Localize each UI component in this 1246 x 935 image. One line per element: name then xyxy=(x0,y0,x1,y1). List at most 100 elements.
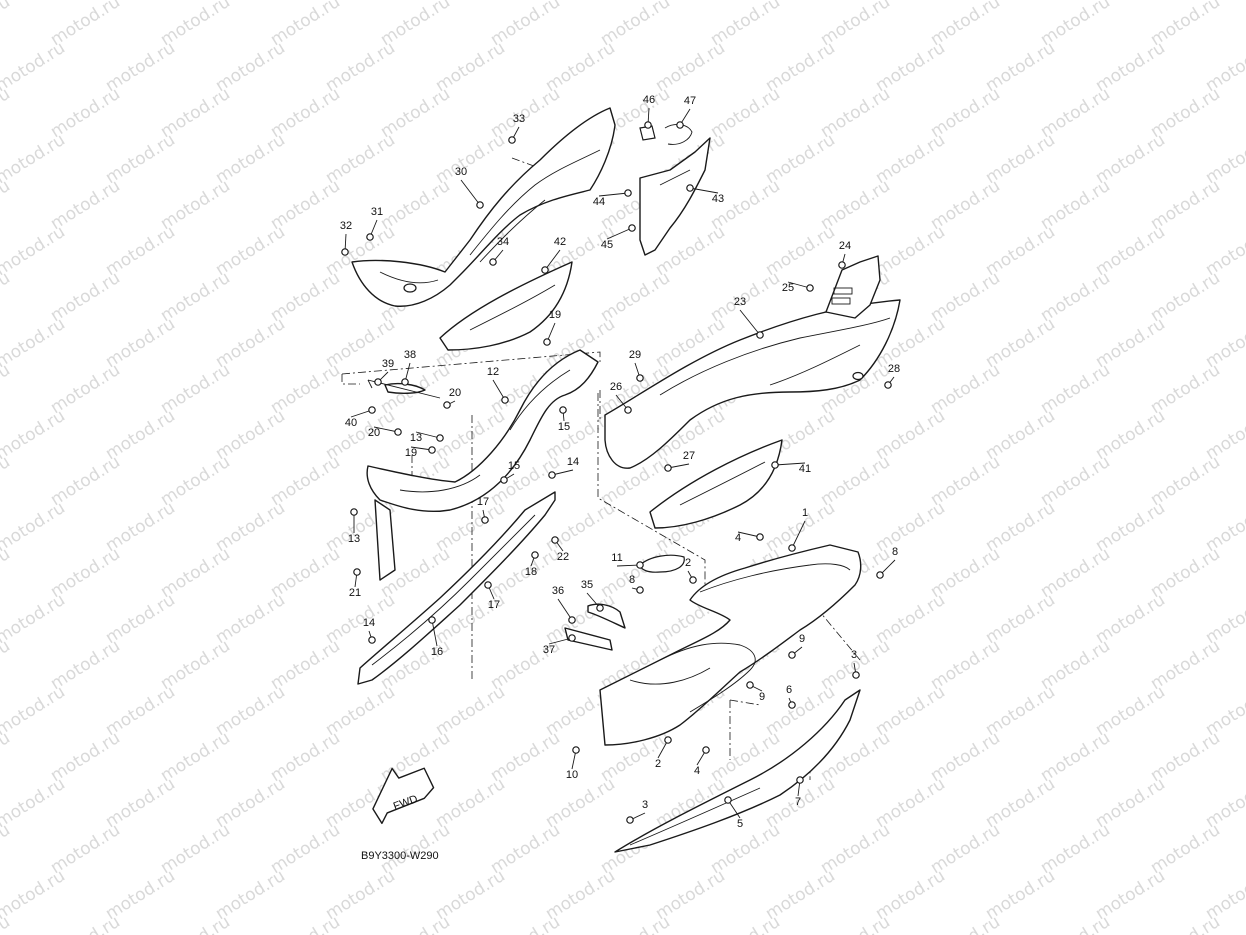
leader-line-44 xyxy=(598,192,629,197)
watermark-text: motod.ru xyxy=(0,636,14,694)
leader-line-11 xyxy=(616,564,641,567)
watermark-text: motod.ru xyxy=(1037,912,1114,935)
callout-9: 9 xyxy=(759,691,765,703)
callout-3: 3 xyxy=(642,799,648,811)
callout-14: 14 xyxy=(567,456,579,468)
callout-3: 3 xyxy=(851,649,857,661)
leader-line-30 xyxy=(460,179,481,206)
watermark-text: motod.ru xyxy=(1147,912,1224,935)
watermark-text: motod.ru xyxy=(597,912,674,935)
fastener-42 xyxy=(541,266,549,274)
part-23-main-side-cover xyxy=(604,299,901,469)
callout-17: 17 xyxy=(488,599,500,611)
fastener-9 xyxy=(788,651,796,659)
watermark-text: motod.ru xyxy=(0,0,14,50)
fastener-8 xyxy=(876,571,884,579)
part-12-frame-rail xyxy=(366,349,599,581)
watermark-text: motod.ru xyxy=(0,406,69,464)
part-30-rear-upper-cover xyxy=(351,107,616,307)
fastener-19 xyxy=(543,338,551,346)
fastener-13 xyxy=(350,508,358,516)
callout-16: 16 xyxy=(431,646,443,658)
watermark-text: motod.ru xyxy=(0,38,69,96)
fastener-2 xyxy=(689,576,697,584)
part-41-side-panel xyxy=(649,439,783,529)
fastener-14 xyxy=(368,636,376,644)
fastener-37 xyxy=(568,634,576,642)
callout-47: 47 xyxy=(684,95,696,107)
callout-39: 39 xyxy=(382,358,394,370)
callout-8: 8 xyxy=(892,546,898,558)
leader-line-36 xyxy=(557,598,573,621)
watermark-text: motod.ru xyxy=(0,544,14,602)
callout-36: 36 xyxy=(552,585,564,597)
fastener-25 xyxy=(806,284,814,292)
watermark-text: motod.ru xyxy=(0,360,14,418)
leader-line-45 xyxy=(606,227,633,240)
callout-14: 14 xyxy=(363,617,375,629)
watermark-text: motod.ru xyxy=(0,268,14,326)
part-42-side-panel xyxy=(439,261,573,351)
leader-line-37 xyxy=(548,637,573,645)
fastener-46 xyxy=(644,121,652,129)
fastener-18 xyxy=(531,551,539,559)
part-5-lower-skirt xyxy=(614,689,861,853)
watermark-text: motod.ru xyxy=(817,912,894,935)
leader-line-25 xyxy=(787,281,811,289)
fastener-15 xyxy=(559,406,567,414)
callout-29: 29 xyxy=(629,349,641,361)
fastener-4 xyxy=(756,533,764,541)
callout-4: 4 xyxy=(735,532,741,544)
watermark-text: motod.ru xyxy=(927,912,1004,935)
parts-38-39-40-trim xyxy=(367,379,441,399)
leader-line-23 xyxy=(739,309,761,336)
leader-line-43 xyxy=(689,187,719,194)
fastener-1 xyxy=(788,544,796,552)
callout-19: 19 xyxy=(405,447,417,459)
callout-10: 10 xyxy=(566,769,578,781)
fastener-12 xyxy=(501,396,509,404)
part-43-bracket xyxy=(639,137,711,256)
fastener-3 xyxy=(852,671,860,679)
part-24-bracket xyxy=(825,255,881,319)
part-1-footboard xyxy=(599,544,862,746)
fastener-31 xyxy=(366,233,374,241)
callout-numbers: 1223344567889910111213131414151516171718… xyxy=(340,94,900,830)
fastener-45 xyxy=(628,224,636,232)
callout-24: 24 xyxy=(839,240,851,252)
callout-34: 34 xyxy=(497,236,509,248)
callout-15: 15 xyxy=(508,460,520,472)
leader-line-20 xyxy=(373,426,399,433)
callout-45: 45 xyxy=(601,239,613,251)
callout-11: 11 xyxy=(611,552,622,564)
callout-20: 20 xyxy=(449,387,461,399)
callout-38: 38 xyxy=(404,349,416,361)
callout-23: 23 xyxy=(734,296,746,308)
callout-18: 18 xyxy=(525,566,537,578)
fastener-5 xyxy=(724,796,732,804)
watermark-text: motod.ru xyxy=(0,590,69,648)
fastener-17 xyxy=(481,516,489,524)
callout-9: 9 xyxy=(799,633,805,645)
fastener-7 xyxy=(796,776,804,784)
watermark-text: motod.ru xyxy=(47,912,124,935)
watermark-text: motod.ru xyxy=(157,912,234,935)
part-11-cover-plate xyxy=(639,554,685,573)
leader-line-16 xyxy=(431,619,438,647)
watermark-text: motod.ru xyxy=(0,728,14,786)
fastener-19 xyxy=(428,446,436,454)
callout-21: 21 xyxy=(349,587,361,599)
fastener-20 xyxy=(394,428,402,436)
callout-27: 27 xyxy=(683,450,695,462)
callout-13: 13 xyxy=(348,533,360,545)
callout-31: 31 xyxy=(371,206,383,218)
fastener-47 xyxy=(676,121,684,129)
callout-26: 26 xyxy=(610,381,622,393)
watermark-text: motod.ru xyxy=(487,912,564,935)
watermark-text: motod.ru xyxy=(377,912,454,935)
callout-46: 46 xyxy=(643,94,655,106)
fastener-35 xyxy=(596,604,604,612)
callout-2: 2 xyxy=(655,758,661,770)
part-16-lower-side-rail xyxy=(357,491,556,685)
